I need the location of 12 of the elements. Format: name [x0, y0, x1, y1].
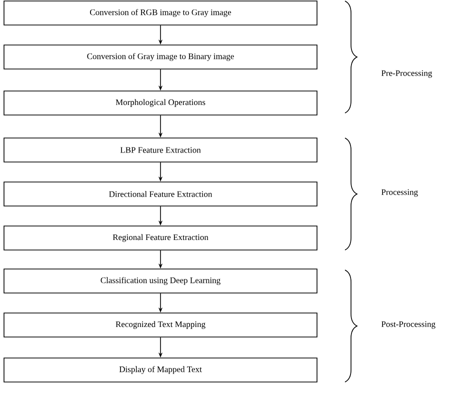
group-label: Pre-Processing — [381, 70, 432, 78]
group-label: Processing — [381, 189, 418, 197]
group-label: Post-Processing — [381, 321, 436, 329]
process-box: Morphological Operations — [4, 90, 318, 116]
process-box: Conversion of RGB image to Gray image — [4, 0, 318, 26]
process-box: Regional Feature Extraction — [4, 226, 318, 250]
process-box: Display of Mapped Text — [4, 358, 318, 382]
process-box: Conversion of Gray image to Binary image — [4, 44, 318, 70]
process-box: Recognized Text Mapping — [4, 312, 318, 338]
process-box: Classification using Deep Learning — [4, 268, 318, 294]
process-box: LBP Feature Extraction — [4, 138, 318, 162]
process-box: Directional Feature Extraction — [4, 182, 318, 206]
